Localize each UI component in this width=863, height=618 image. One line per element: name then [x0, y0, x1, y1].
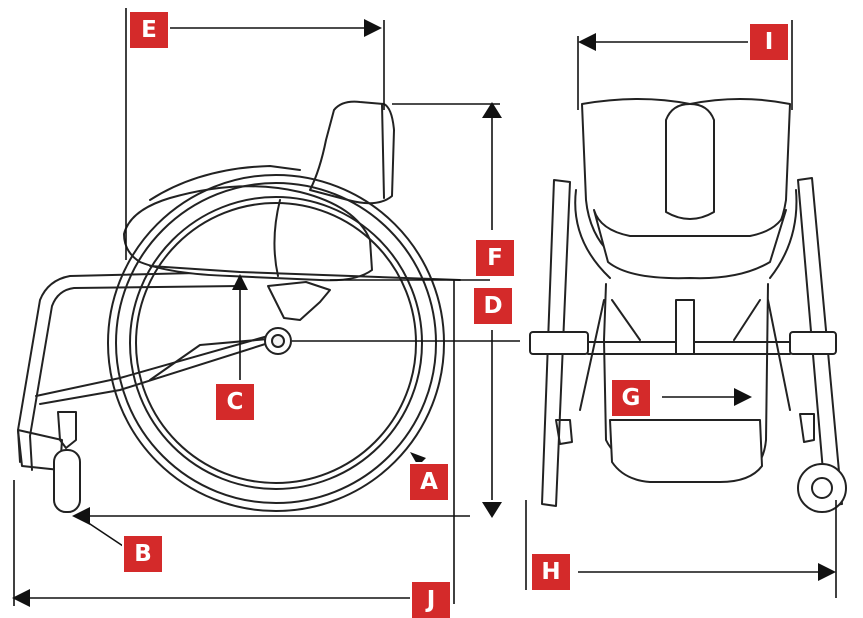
dim-d-bottom-arrow — [482, 502, 502, 518]
side-wheel-tire-outer — [107, 174, 445, 512]
front-caster-wheel — [797, 463, 847, 513]
front-right-axle — [789, 331, 837, 355]
front-center-post — [675, 299, 695, 355]
dim-c-arrow — [232, 274, 248, 290]
side-wheel-tire-inner — [115, 182, 437, 504]
side-front-frame-inner — [29, 285, 241, 471]
badge-i: I — [750, 24, 788, 60]
side-seat-rail — [149, 265, 461, 281]
front-footplate — [609, 419, 763, 483]
dim-e-arrow — [364, 19, 382, 37]
front-right-guard — [769, 189, 798, 279]
front-seat — [593, 209, 787, 280]
dim-h-arrow — [818, 563, 836, 581]
side-backrest-edge — [381, 103, 385, 199]
front-left-guard — [574, 189, 611, 279]
badge-c: C — [216, 384, 254, 420]
dim-a-arrow — [410, 452, 426, 466]
badge-b: B — [124, 536, 162, 572]
dim-f-top-arrow — [482, 102, 502, 118]
front-view — [529, 98, 847, 513]
dim-b-leader — [83, 519, 127, 549]
dim-i-arrow — [578, 33, 596, 51]
side-seat-crease — [273, 199, 281, 277]
front-backrest-cutout — [665, 103, 715, 220]
badge-e: E — [130, 12, 168, 48]
side-diagonal-tube — [149, 337, 281, 381]
side-caster-wheel — [53, 449, 81, 513]
front-caster-left-fork — [555, 419, 573, 445]
side-wheel-rim — [135, 202, 417, 484]
badge-g: G — [612, 380, 650, 416]
badge-h: H — [532, 554, 570, 590]
side-guard — [149, 165, 301, 201]
badge-j: J — [412, 582, 450, 618]
front-braces — [579, 299, 791, 411]
dim-j-arrow — [12, 589, 30, 607]
front-caster-right-fork — [799, 413, 815, 443]
badge-f: F — [476, 240, 514, 276]
side-front-frame — [17, 271, 241, 463]
side-axle-plate — [267, 281, 331, 321]
badge-d: D — [474, 288, 512, 324]
side-backrest — [309, 100, 395, 205]
side-wheel-axle — [271, 334, 285, 348]
side-caster-fork — [57, 411, 77, 449]
side-view — [17, 100, 461, 513]
badge-a: A — [410, 464, 448, 500]
front-left-axle — [529, 331, 589, 355]
dim-g-arrow — [734, 388, 752, 406]
dimension-lines — [12, 8, 837, 607]
front-caster-hub — [811, 477, 833, 499]
side-handrim — [129, 196, 423, 490]
